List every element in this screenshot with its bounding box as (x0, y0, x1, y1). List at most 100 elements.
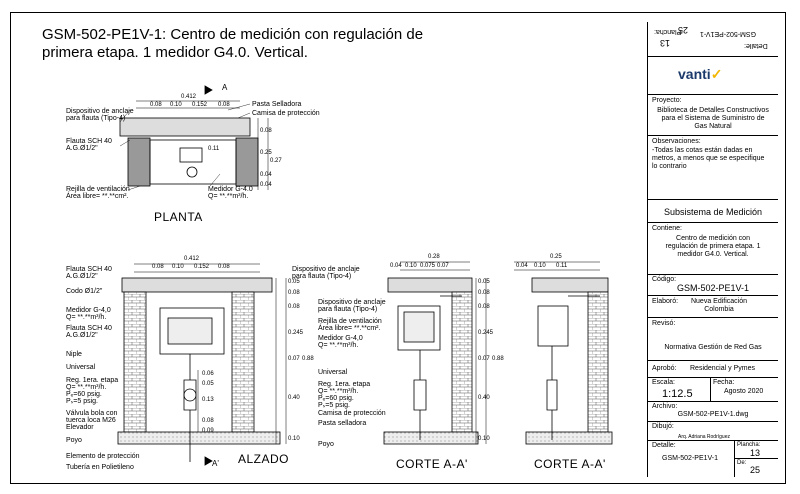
aprobo-value: Residencial y Pymes (690, 365, 755, 372)
corte1-rdim-3: 0.08 (478, 304, 490, 310)
top-total-value: 25 (678, 25, 689, 35)
planta-side-dim-4: 0.27 (270, 158, 282, 164)
corte2-dim-1: 0.04 (516, 263, 528, 269)
corte1-dim-3: 0.075 (420, 263, 436, 269)
planta-label-anclaje: Dispositivo de anclaje (66, 108, 134, 115)
dibujo-label: Dibujó: (652, 423, 674, 430)
corte2-dim-3: 0.11 (556, 263, 568, 269)
fecha-value: Agosto 2020 (724, 388, 764, 395)
dibujo-row (648, 421, 778, 422)
reviso-label: Revisó: (652, 320, 676, 327)
planta-label-anclaje-2: para flauta (Tipo-4) (66, 115, 126, 122)
alzado-label-medidor-2: Q= **.**m³/h. (66, 314, 107, 321)
corte1-view-label: CORTE A-A' (396, 457, 468, 471)
drawing-title: GSM-502-PE1V-1: Centro de medición con r… (42, 26, 424, 61)
corte1-label-regulador-4: Pₛ=5 psig. (318, 402, 350, 409)
planta-dim-4: 0.08 (218, 102, 230, 108)
alzado-rdim-4: 0.245 (288, 330, 304, 336)
alzado-label-elevador: Elevador (66, 424, 94, 431)
archivo-row (648, 401, 778, 402)
planta-label-camisa: Camisa de protección (252, 110, 320, 117)
logo-check-icon: ✓ (710, 66, 723, 82)
corte1-label-regulador: Reg. 1era. etapa (318, 381, 371, 388)
alzado-rdim-8: 0.10 (288, 436, 300, 442)
observaciones-label: Observaciones: (652, 138, 701, 145)
drawing-sheet-border (10, 12, 786, 484)
alzado-rdim-1: 0.05 (288, 279, 300, 285)
alzado-section-marker: A' (212, 459, 219, 468)
escala-row (648, 377, 778, 378)
elaboro-row (648, 295, 778, 296)
corte1-label-regulador-2: Q= **.**m³/h. (318, 388, 359, 395)
alzado-label-elemento: Elemento de protección (66, 453, 140, 460)
planta-label-medidor: Medidor G-4.0 (208, 186, 253, 193)
alzado-rdim-2: 0.08 (288, 290, 300, 296)
alzado-label-valvula-2: tuerca loca M26 (66, 417, 116, 424)
planta-dim-3: 0.152 (192, 102, 208, 108)
corte2-view (514, 261, 613, 445)
corte1-rdim-8: 0.10 (478, 436, 490, 442)
alzado-label-flauta-b-2: A.G.Ø1/2" (66, 332, 98, 339)
elaboro-value: Nueva Edificación Colombia (690, 298, 748, 313)
corte1-label-rejilla-2: Área libre= **.**cm². (318, 325, 381, 332)
subsistema-row (648, 199, 778, 200)
top-code-value: GSM-502-PE1V-1 (700, 30, 757, 37)
top-plancha-value: 13 (660, 38, 671, 48)
alzado-label-regulador-3: Pₑ=60 psig. (66, 391, 102, 398)
escala-label: Escala: (652, 379, 675, 386)
planta-side-dim-1: 0.08 (260, 128, 272, 134)
detalle-row (648, 440, 778, 441)
planta-side-dim-6: 0.04 (260, 182, 272, 188)
planta-dim-total: 0.412 (181, 94, 197, 100)
alzado-rdim-7: 0.40 (288, 395, 300, 401)
contiene-row (648, 222, 778, 223)
contiene-text: Centro de medición con regulación de pri… (665, 235, 761, 258)
top-detalle-label: Detalle: (744, 42, 768, 49)
alzado-dim-3: 0.152 (194, 264, 210, 270)
proyecto-label: Proyecto: (652, 97, 682, 104)
alzado-idim-1: 0.06 (202, 371, 214, 377)
alzado-label-anclaje-2: para flauta (Tipo-4) (292, 273, 352, 280)
alzado-view (117, 263, 287, 466)
corte1-rdim-4: 0.245 (478, 330, 494, 336)
plancha-value: 13 (750, 448, 761, 458)
logo-text: vanti (678, 66, 711, 82)
planta-side-dim-5: 0.04 (260, 172, 272, 178)
archivo-value: GSM-502-PE1V-1.dwg (677, 411, 749, 418)
corte1-dim-2: 0.10 (405, 263, 417, 269)
detalle-label: Detalle: (652, 442, 676, 449)
planta-label-pasta: Pasta Selladora (252, 101, 302, 108)
alzado-rdim-5: 0.07 (288, 356, 300, 362)
corte1-dim-total: 0.28 (428, 254, 440, 260)
title-block: Plancha: 13 25 GSM-502-PE1V-1 Detalle: v… (647, 22, 778, 477)
alzado-label-poyo: Poyo (66, 437, 82, 444)
aprobo-label: Aprobó: (652, 365, 677, 372)
alzado-label-niple: Niple (66, 351, 82, 358)
corte1-rdim-5: 0.07 (478, 356, 490, 362)
corte1-label-medidor-2: Q= **.**m³/h. (318, 342, 359, 349)
alzado-label-valvula: Válvula bola con (66, 410, 118, 417)
corte2-dim-2: 0.10 (534, 263, 546, 269)
reviso-value: Normativa Gestión de Red Gas (664, 344, 762, 351)
alzado-label-universal: Universal (66, 364, 96, 371)
planta-section-marker: A (222, 83, 228, 92)
alzado-dim-total: 0.412 (184, 256, 200, 262)
alzado-view-label: ALZADO (238, 452, 290, 466)
codigo-row (648, 274, 778, 275)
planta-label-rejilla: Rejilla de ventilación (66, 186, 130, 193)
alzado-label-regulador-4: Pₛ=5 psig. (66, 398, 98, 405)
planta-side-dim-2: 0.11 (208, 146, 220, 152)
de-value: 25 (750, 465, 761, 475)
alzado-idim-2: 0.05 (202, 381, 214, 387)
corte1-rdim-7: 0.40 (478, 395, 490, 401)
alzado-label-anclaje: Dispositivo de anclaje (292, 266, 360, 273)
planta-label-flauta-2: A.G.Ø1/2" (66, 145, 98, 152)
subsistema-title: Subsistema de Medición (663, 207, 763, 217)
alzado-idim-4: 0.08 (202, 418, 214, 424)
archivo-label: Archivo: (652, 403, 678, 410)
detalle-value: GSM-502-PE1V-1 (662, 455, 719, 462)
planta-label-medidor-2: Q= **.**m³/h. (208, 193, 249, 200)
corte1-dim-1: 0.04 (390, 263, 402, 269)
alzado-rdim-3: 0.08 (288, 304, 300, 310)
